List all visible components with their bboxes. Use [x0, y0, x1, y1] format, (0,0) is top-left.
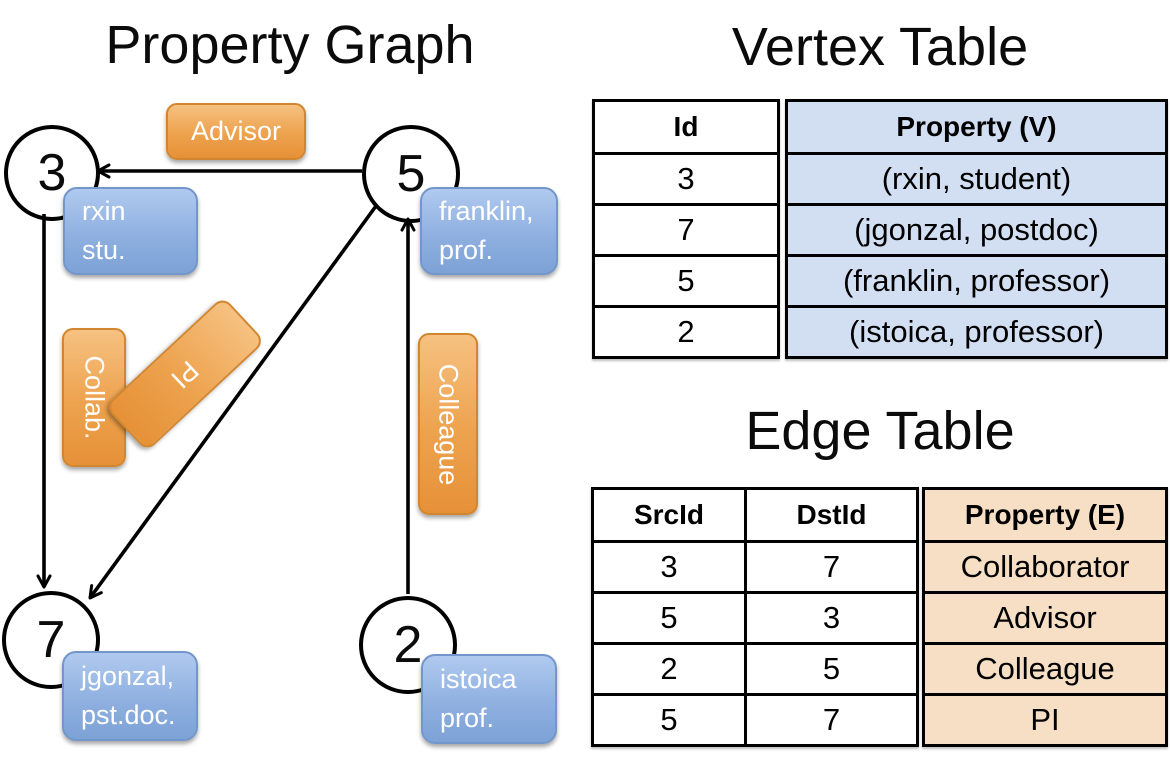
vertex-property-line: prof.: [439, 235, 494, 265]
edge-src-cell: 5: [591, 591, 747, 645]
node-id-label: 5: [396, 145, 426, 203]
node-id-label: 2: [393, 616, 423, 674]
node-id-label: 3: [37, 144, 67, 202]
edge-label-pi: PI: [104, 296, 266, 452]
graph-node-3: 3: [4, 125, 100, 221]
edge-src-cell: 5: [591, 693, 747, 747]
edge-property-cell: Advisor: [922, 591, 1168, 645]
edge-dst-cell: 3: [744, 591, 919, 645]
edge-src-cell: 2: [591, 642, 747, 696]
vertex-property-box-2: istoica prof.: [421, 654, 557, 744]
vertex-property-box-7: jgonzal, pst.doc.: [62, 651, 198, 741]
vertex-id-cell: 7: [592, 203, 780, 257]
edge-table-header-property: Property (E): [922, 487, 1168, 543]
edge-label-text: Colleague: [433, 363, 464, 485]
vertex-table-id-column: Id 3 7 5 2: [592, 99, 780, 359]
edge-property-cell: PI: [922, 693, 1168, 747]
vertex-property-cell: (rxin, student): [785, 152, 1168, 206]
vertex-table-header-id: Id: [592, 99, 780, 155]
edge-dst-cell: 5: [744, 642, 919, 696]
vertex-id-cell: 3: [592, 152, 780, 206]
edge-label-advisor: Advisor: [166, 103, 306, 160]
node-id-label: 7: [36, 611, 66, 669]
edge-dst-cell: 7: [744, 540, 919, 594]
vertex-property-box-5: franklin, prof.: [420, 187, 558, 275]
edge-property-cell: Collaborator: [922, 540, 1168, 594]
edge-table-id-columns: SrcId DstId 3 7 5 3 2 5 5 7: [591, 487, 919, 747]
vertex-id-cell: 5: [592, 254, 780, 308]
vertex-property-line: stu.: [82, 235, 126, 265]
edge-table-header-dstid: DstId: [744, 487, 919, 543]
edge-label-text: PI: [165, 354, 205, 395]
edge-table-property-column: Property (E) Collaborator Advisor Collea…: [922, 487, 1168, 747]
edge-table-header-srcid: SrcId: [591, 487, 747, 543]
edge-table-title: Edge Table: [745, 401, 1015, 461]
vertex-property-cell: (istoica, professor): [785, 305, 1168, 359]
vertex-property-line: pst.doc.: [81, 700, 176, 730]
vertex-property-line: rxin: [82, 195, 126, 226]
vertex-property-line: prof.: [440, 703, 495, 733]
edge-label-colleague: Colleague: [418, 333, 478, 515]
vertex-property-line: istoica: [440, 663, 517, 694]
property-graph-title: Property Graph: [105, 15, 475, 75]
vertex-property-cell: (franklin, professor): [785, 254, 1168, 308]
vertex-table-header-property: Property (V): [785, 99, 1168, 155]
vertex-id-cell: 2: [592, 305, 780, 359]
edge-label-text: Advisor: [190, 116, 282, 146]
vertex-table-property-column: Property (V) (rxin, student) (jgonzal, p…: [785, 99, 1168, 359]
vertex-property-cell: (jgonzal, postdoc): [785, 203, 1168, 257]
edge-label-text: Collab.: [79, 355, 110, 440]
vertex-property-line: jgonzal,: [81, 660, 175, 691]
vertex-table-title: Vertex Table: [731, 17, 1029, 77]
edge-property-cell: Colleague: [922, 642, 1168, 696]
edge-dst-cell: 7: [744, 693, 919, 747]
vertex-property-box-3: rxin stu.: [63, 187, 198, 275]
vertex-property-line: franklin,: [439, 195, 534, 226]
edge-src-cell: 3: [591, 540, 747, 594]
